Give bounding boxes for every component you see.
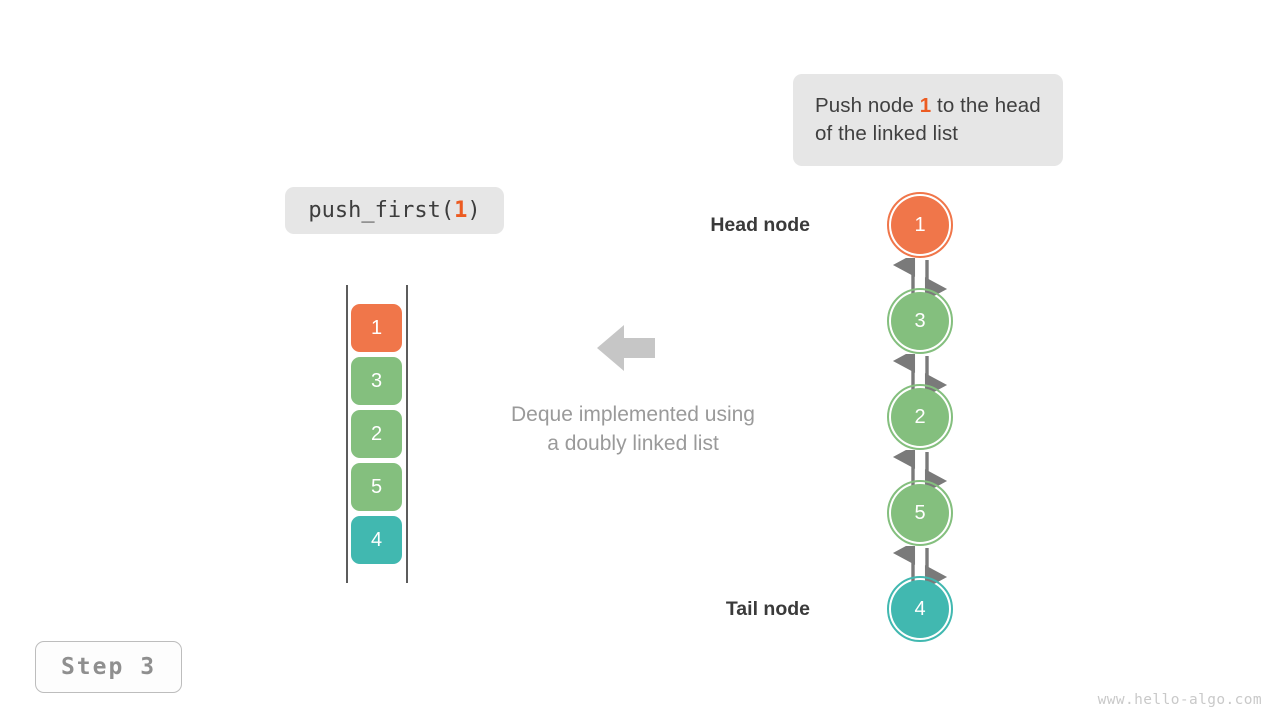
watermark: www.hello-algo.com [1097,692,1262,708]
diagram-caption: Deque implemented using a doubly linked … [443,400,823,458]
deque-stack-column: 1 3 2 5 4 [340,280,416,590]
linked-list-node: 4 [891,580,949,638]
code-prefix: push_first( [308,198,455,223]
stack-cell: 4 [351,516,402,564]
code-suffix: ) [467,198,481,223]
stack-cell: 5 [351,463,402,511]
linked-list-node-ring [887,384,953,450]
linked-list-node: 2 [891,388,949,446]
callout-highlight-value: 1 [919,94,932,117]
stack-cell: 2 [351,410,402,458]
head-node-label: Head node [710,214,810,236]
tail-node-label: Tail node [725,598,810,620]
caption-line-2: a doubly linked list [547,432,719,455]
code-operation-chip: push_first(1) [285,187,504,234]
linked-list-node-ring [887,480,953,546]
code-argument: 1 [454,198,468,223]
linked-list-node-ring [887,288,953,354]
step-badge-label: Step 3 [60,654,157,680]
callout-text-before: Push node [815,94,920,117]
linked-list-node: 5 [891,484,949,542]
linked-list-node-ring [887,576,953,642]
stack-cell: 1 [351,304,402,352]
caption-line-1: Deque implemented using [511,403,755,426]
flow-arrow-left-svg [597,325,655,371]
doubly-linked-list: 1 3 2 5 4 [860,180,990,650]
stack-rail-right [406,285,409,583]
linked-list-node: 1 [891,196,949,254]
flow-arrow-left-icon [597,323,655,373]
code-operation-text: push_first(1) [308,198,480,223]
stack-cell: 3 [351,357,402,405]
linked-list-node: 3 [891,292,949,350]
step-badge: Step 3 [35,641,182,693]
callout-text-after: to the head of the linked list [815,94,1041,145]
linked-list-node-ring [887,192,953,258]
callout-text: Push node 1 to the head of the linked li… [815,92,1041,148]
callout-bubble: Push node 1 to the head of the linked li… [793,74,1063,166]
stack-rail-left [346,285,349,583]
